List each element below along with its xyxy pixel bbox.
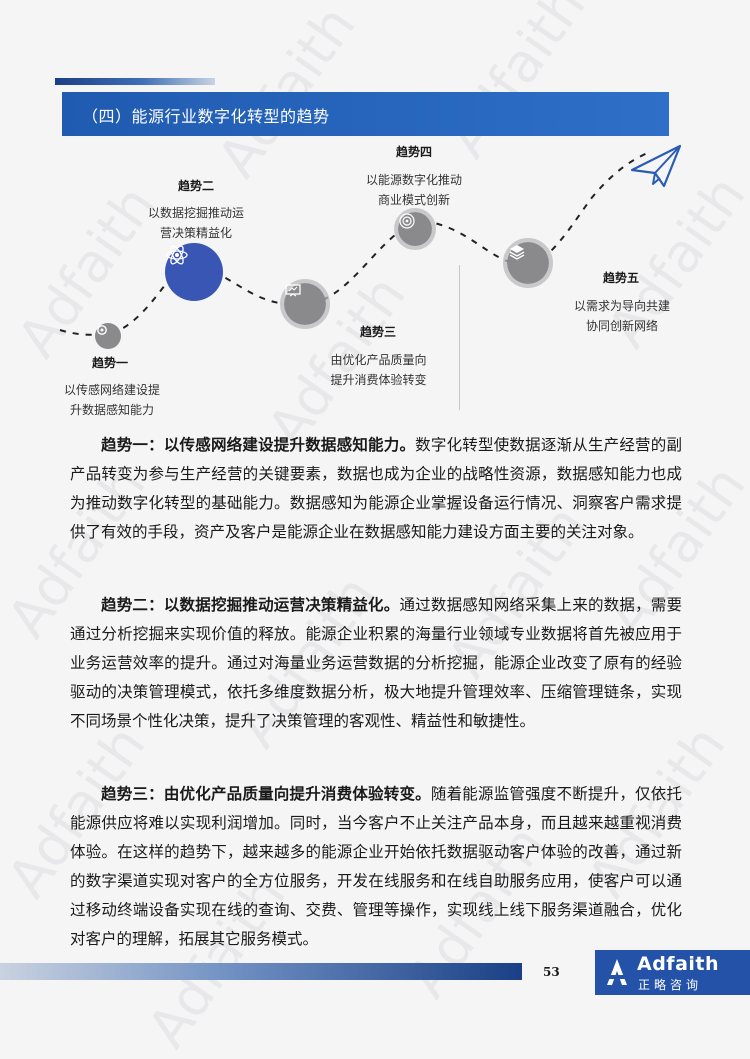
settings-icon	[97, 325, 107, 335]
brand-logo: Adfaith 正略咨询	[595, 950, 750, 995]
footer-stripe	[0, 963, 522, 980]
brand-name: Adfaith	[637, 953, 720, 975]
paragraph-trend-3: 趋势三：由优化产品质量向提升消费体验转变。随着能源监管强度不断提升，仅依托能源供…	[70, 779, 682, 954]
paragraph-body: 随着能源监管强度不断提升，仅依托能源供应将难以实现利润增加。同时，当今客户不止关…	[70, 785, 682, 948]
trend-desc-3: 由优化产品质量向 提升消费体验转变	[330, 353, 427, 387]
brand-name-cn: 正略咨询	[638, 978, 703, 992]
section-header: （四）能源行业数字化转型的趋势	[62, 92, 669, 136]
paragraph-body: 通过数据感知网络采集上来的数据，需要通过分析挖掘来实现价值的释放。能源企业积累的…	[70, 596, 682, 730]
trend-node-4	[394, 208, 436, 250]
dashed-path	[59, 151, 651, 336]
divider-line	[459, 265, 460, 410]
node-ring	[394, 208, 436, 250]
layers-icon	[509, 245, 525, 260]
trend-diagram: 趋势一 以传感网络建设提 升数据感知能力 趋势二 以数据挖掘推动运 营决策精益化…	[0, 140, 750, 420]
paragraph-trend-1: 趋势一：以传感网络建设提升数据感知能力。数字化转型使数据逐渐从生产经营的副产品转…	[70, 430, 682, 547]
trend-desc-2: 以数据挖掘推动运 营决策精益化	[147, 206, 244, 240]
trend-label-3: 趋势三	[359, 325, 396, 339]
section-title: （四）能源行业数字化转型的趋势	[82, 107, 330, 126]
trend-desc-1: 以传感网络建设提 升数据感知能力	[63, 383, 160, 417]
presentation-icon	[285, 284, 301, 297]
paragraph-trend-2: 趋势二：以数据挖掘推动运营决策精益化。通过数据感知网络采集上来的数据，需要通过分…	[70, 590, 682, 736]
atom-icon	[166, 245, 188, 265]
trend-label-2: 趋势二	[177, 179, 214, 193]
trend-node-3	[280, 279, 330, 329]
trend-desc-4: 以能源数字化推动 商业模式创新	[365, 173, 462, 207]
node-ring	[503, 238, 553, 288]
trend-node-5	[503, 238, 553, 288]
paragraph-lead: 趋势一：以传感网络建设提升数据感知能力。	[101, 435, 416, 454]
paragraph-body: 数字化转型使数据逐渐从生产经营的副产品转变为参与生产经营的关键要素，数据也成为企…	[70, 436, 682, 541]
paragraph-lead: 趋势二：以数据挖掘推动运营决策精益化。	[101, 595, 400, 614]
trend-label-4: 趋势四	[395, 145, 432, 159]
top-rule	[55, 78, 215, 85]
page-number: 53	[543, 965, 560, 979]
target-icon	[399, 213, 415, 229]
trend-node-2	[165, 243, 223, 301]
trend-desc-5: 以需求为导向共建 协同创新网络	[573, 299, 670, 333]
paper-plane-icon	[630, 144, 682, 188]
paragraph-lead: 趋势三：由优化产品质量向提升消费体验转变。	[101, 784, 431, 803]
trend-node-1	[95, 323, 121, 349]
trend-label-1: 趋势一	[91, 356, 128, 370]
node-ring	[280, 279, 330, 329]
trend-label-5: 趋势五	[602, 271, 639, 285]
adfaith-logo-icon	[607, 959, 627, 985]
